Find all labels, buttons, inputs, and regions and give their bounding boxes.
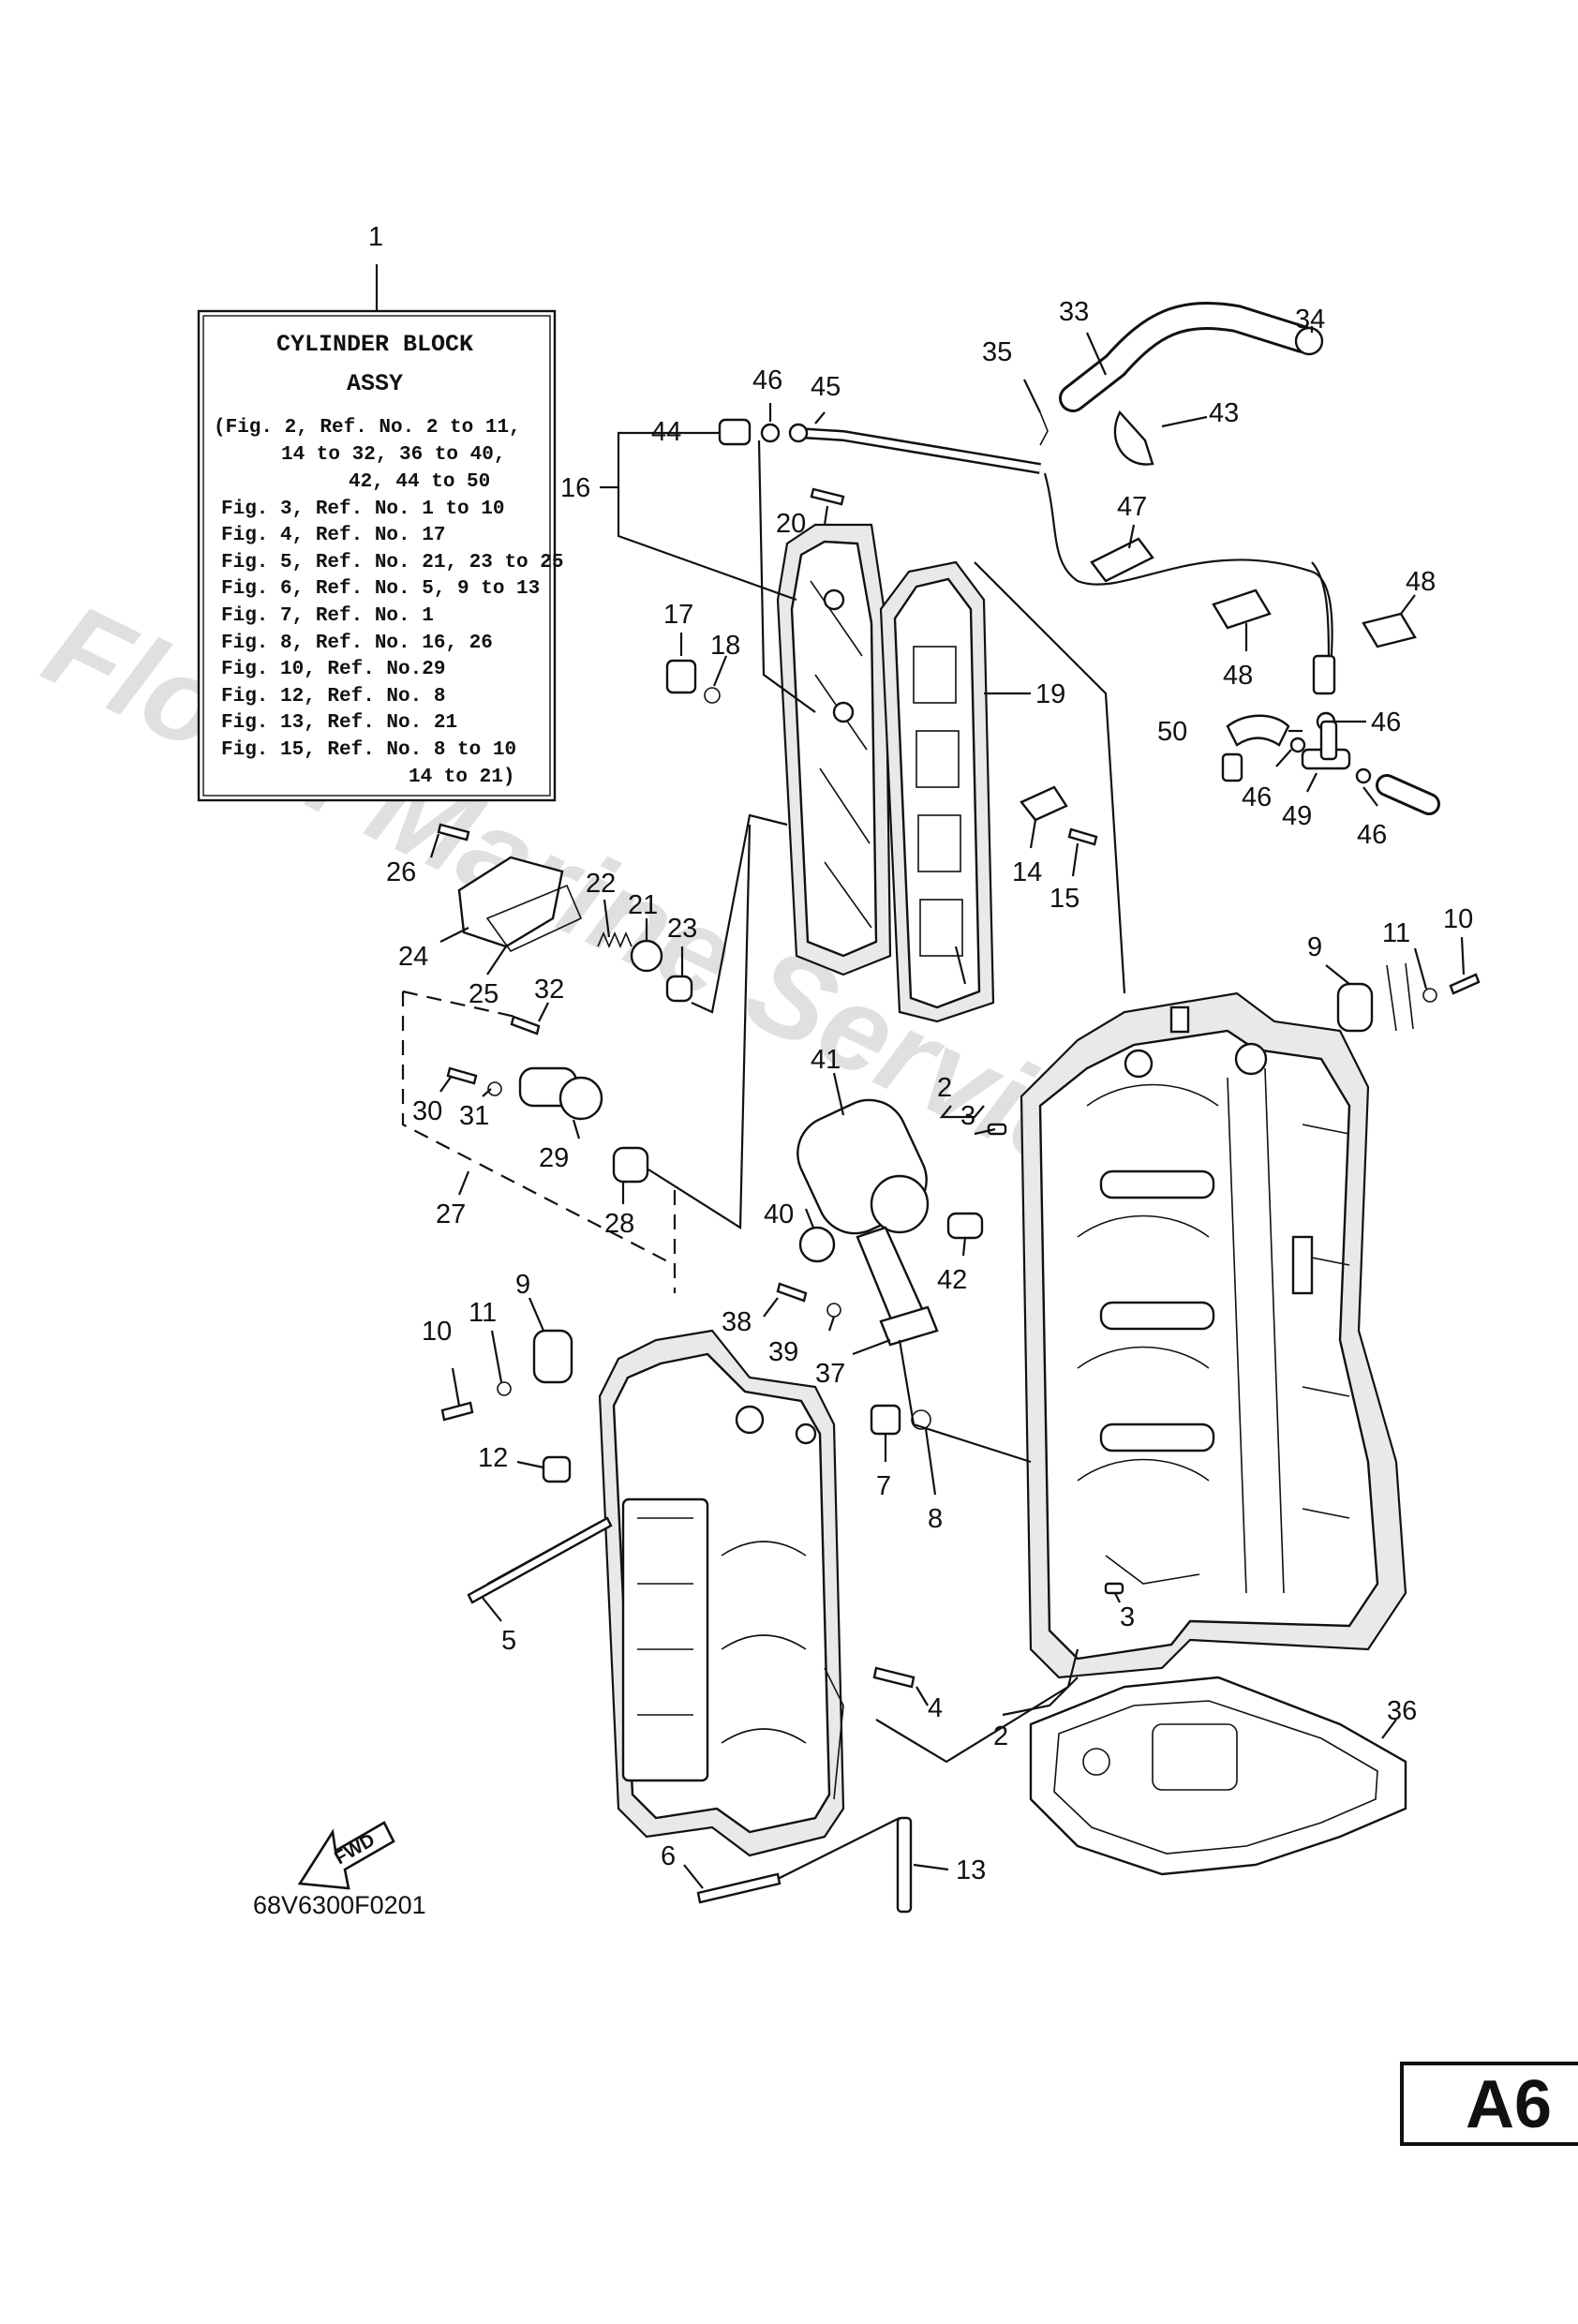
callout-11: 11 bbox=[1382, 918, 1410, 948]
gasket-36 bbox=[1029, 1676, 1407, 1876]
callout-7: 7 bbox=[876, 1471, 891, 1501]
callout-48: 48 bbox=[1406, 567, 1436, 597]
leader-lines bbox=[401, 326, 1466, 1889]
callout-21: 21 bbox=[628, 890, 658, 920]
legend-line: Fig. 3, Ref. No. 1 to 10 bbox=[221, 499, 504, 520]
legend-line: Fig. 12, Ref. No. 8 bbox=[221, 686, 445, 708]
callout-4: 4 bbox=[928, 1693, 943, 1723]
callout-31: 31 bbox=[459, 1101, 489, 1131]
callout-48: 48 bbox=[1223, 661, 1253, 691]
callout-36: 36 bbox=[1387, 1696, 1417, 1726]
callout-2: 2 bbox=[993, 1721, 1008, 1751]
callout-42: 42 bbox=[937, 1265, 967, 1295]
callout-11: 11 bbox=[469, 1298, 497, 1328]
callout-22: 22 bbox=[586, 869, 616, 899]
callout-24: 24 bbox=[398, 942, 428, 972]
exhaust-cover-assy bbox=[776, 523, 995, 1023]
page-tag-label: A6 bbox=[1466, 2067, 1553, 2142]
legend-line: Fig. 8, Ref. No. 16, 26 bbox=[221, 633, 493, 654]
legend-line: Fig. 13, Ref. No. 21 bbox=[221, 712, 457, 734]
cylinder-block-right bbox=[1020, 991, 1407, 1679]
callout-35: 35 bbox=[982, 337, 1012, 367]
legend-line: Fig. 10, Ref. No.29 bbox=[221, 659, 445, 680]
callout-45: 45 bbox=[811, 372, 841, 402]
legend-line: Fig. 7, Ref. No. 1 bbox=[221, 605, 434, 627]
diagram-code: 68V6300F0201 bbox=[253, 1891, 426, 1919]
cylinder-head-left bbox=[598, 1329, 845, 1857]
callout-50: 50 bbox=[1157, 717, 1187, 747]
callout-41: 41 bbox=[811, 1045, 841, 1075]
callout-32: 32 bbox=[534, 975, 564, 1005]
callout-29: 29 bbox=[539, 1143, 569, 1173]
small-parts bbox=[437, 326, 1481, 1914]
callout-27: 27 bbox=[436, 1199, 466, 1229]
legend-line: Fig. 5, Ref. No. 21, 23 to 25 bbox=[221, 552, 563, 574]
callout-46: 46 bbox=[1357, 820, 1387, 850]
callout-9: 9 bbox=[1307, 932, 1322, 962]
callout-47: 47 bbox=[1117, 492, 1147, 522]
legend-line: Fig. 15, Ref. No. 8 to 10 bbox=[221, 739, 516, 761]
callout-6: 6 bbox=[661, 1841, 676, 1871]
legend-line: 14 to 21) bbox=[409, 767, 514, 788]
fwd-arrow: FWD bbox=[297, 1821, 395, 1890]
callout-46: 46 bbox=[1242, 782, 1272, 812]
callout-46: 46 bbox=[1371, 708, 1401, 737]
callout-26: 26 bbox=[386, 857, 416, 887]
callout-46: 46 bbox=[752, 365, 782, 395]
callout-23: 23 bbox=[667, 914, 697, 944]
callout-10: 10 bbox=[1443, 904, 1473, 934]
callout-9: 9 bbox=[515, 1270, 530, 1300]
page-tag: A6 bbox=[1400, 2062, 1578, 2146]
callout-2: 2 bbox=[937, 1073, 952, 1103]
callout-5: 5 bbox=[501, 1626, 516, 1656]
callout-38: 38 bbox=[722, 1307, 752, 1337]
callout-49: 49 bbox=[1282, 801, 1312, 831]
callout-43: 43 bbox=[1209, 398, 1239, 428]
callout-3: 3 bbox=[1120, 1602, 1135, 1632]
callout-44: 44 bbox=[651, 417, 681, 447]
callout-3: 3 bbox=[960, 1101, 975, 1131]
callout-28: 28 bbox=[604, 1209, 634, 1239]
hoses bbox=[797, 302, 1336, 695]
callout-18: 18 bbox=[710, 631, 740, 661]
legend-box: 1 CYLINDER BLOCK ASSY (Fig. 2, Ref. No. … bbox=[197, 222, 563, 802]
callout-15: 15 bbox=[1050, 884, 1079, 914]
callout-20: 20 bbox=[776, 509, 806, 539]
callout-25: 25 bbox=[469, 979, 499, 1009]
callout-17: 17 bbox=[663, 600, 693, 630]
legend-line: 42, 44 to 50 bbox=[349, 471, 490, 493]
callout-19: 19 bbox=[1035, 679, 1065, 709]
callout-40: 40 bbox=[764, 1199, 794, 1229]
legend-line: (Fig. 2, Ref. No. 2 to 11, bbox=[214, 417, 521, 439]
legend-subtitle: ASSY bbox=[347, 370, 403, 397]
callout-13: 13 bbox=[956, 1855, 986, 1885]
callout-16: 16 bbox=[560, 473, 590, 503]
callout-10: 10 bbox=[422, 1317, 452, 1347]
callout-labels: 2 2 3 3 4 5 6 7 8 9 9 10 10 11 11 12 13 … bbox=[386, 297, 1473, 1885]
callout-33: 33 bbox=[1059, 297, 1089, 327]
callout-34: 34 bbox=[1295, 305, 1325, 335]
callout-37: 37 bbox=[815, 1359, 845, 1389]
callout-30: 30 bbox=[412, 1096, 442, 1126]
callout-8: 8 bbox=[928, 1504, 943, 1534]
legend-line: Fig. 4, Ref. No. 17 bbox=[221, 525, 445, 546]
callout-39: 39 bbox=[768, 1337, 798, 1367]
legend-title: CYLINDER BLOCK bbox=[276, 331, 473, 358]
callout-12: 12 bbox=[478, 1443, 508, 1473]
legend-line: 14 to 32, 36 to 40, bbox=[281, 444, 505, 466]
callout-14: 14 bbox=[1012, 857, 1042, 887]
legend-callout: 1 bbox=[368, 222, 383, 252]
legend-line: Fig. 6, Ref. No. 5, 9 to 13 bbox=[221, 578, 540, 600]
